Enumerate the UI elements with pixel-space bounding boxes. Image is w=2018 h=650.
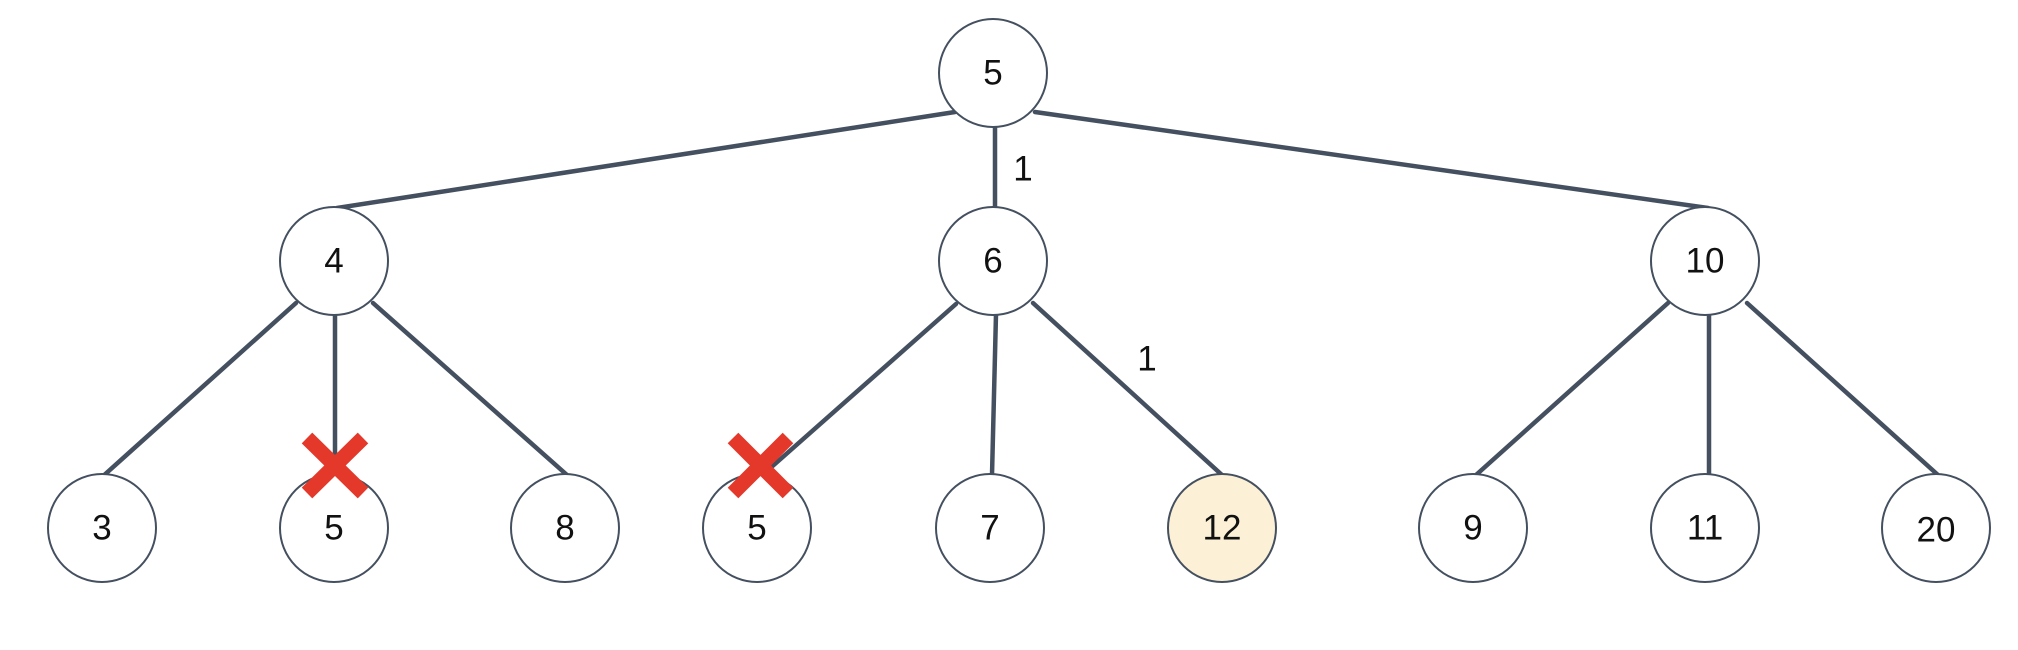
node-circle: [938, 206, 1048, 316]
node-circle: [1418, 473, 1528, 583]
edge-6-to-12: [1030, 300, 1225, 478]
node-circle: [1650, 473, 1760, 583]
cross-mark-icon: [727, 432, 794, 499]
node-10: 10: [1650, 206, 1760, 316]
node-4: 4: [279, 206, 389, 316]
edge-root-to-4: [334, 109, 958, 211]
node-label: 5: [324, 508, 343, 547]
edge-6-to-5: [764, 301, 959, 474]
node-5-under-4: 5: [279, 473, 389, 583]
node-label: 11: [1687, 508, 1723, 547]
node-label: 4: [324, 241, 343, 280]
node-label: 7: [980, 508, 999, 547]
node-circle: [938, 18, 1048, 128]
node-6: 6: [938, 206, 1048, 316]
node-7: 7: [935, 473, 1045, 583]
node-label: 3: [92, 508, 111, 547]
node-8: 8: [510, 473, 620, 583]
node-circle: [1650, 206, 1760, 316]
node-5-under-6: 5: [702, 473, 812, 583]
edge-label-root-to-6: 1: [1013, 149, 1032, 188]
node-label: 5: [747, 508, 766, 547]
node-label: 20: [1917, 510, 1956, 549]
edge-label-6-to-12: 1: [1137, 339, 1156, 378]
node-circle: [510, 473, 620, 583]
edge-4-to-3: [99, 300, 299, 480]
edge-root-to-10: [1032, 109, 1711, 211]
cross-mark-icon: [301, 432, 369, 499]
node-20: 20: [1881, 473, 1991, 583]
edge-4-to-8: [370, 300, 570, 478]
node-label: 12: [1203, 508, 1242, 547]
node-3: 3: [47, 473, 157, 583]
node-circle: [47, 473, 157, 583]
node-12: 12: [1167, 473, 1277, 583]
edge-6-to-7: [989, 311, 999, 478]
edge-10-to-20: [1744, 300, 1941, 478]
node-label: 5: [983, 53, 1002, 92]
node-9: 9: [1418, 473, 1528, 583]
node-circle: [1167, 473, 1277, 583]
edges: [99, 109, 1941, 480]
node-label: 9: [1463, 508, 1482, 547]
node-label: 10: [1686, 241, 1725, 280]
node-circle: [935, 473, 1045, 583]
node-circle: [1881, 473, 1991, 583]
node-circle: [279, 206, 389, 316]
node-11: 11: [1650, 473, 1760, 583]
edge-10-to-9: [1473, 300, 1671, 478]
node-label: 6: [983, 241, 1002, 280]
node-root: 5: [938, 18, 1048, 128]
node-label: 8: [555, 508, 574, 547]
